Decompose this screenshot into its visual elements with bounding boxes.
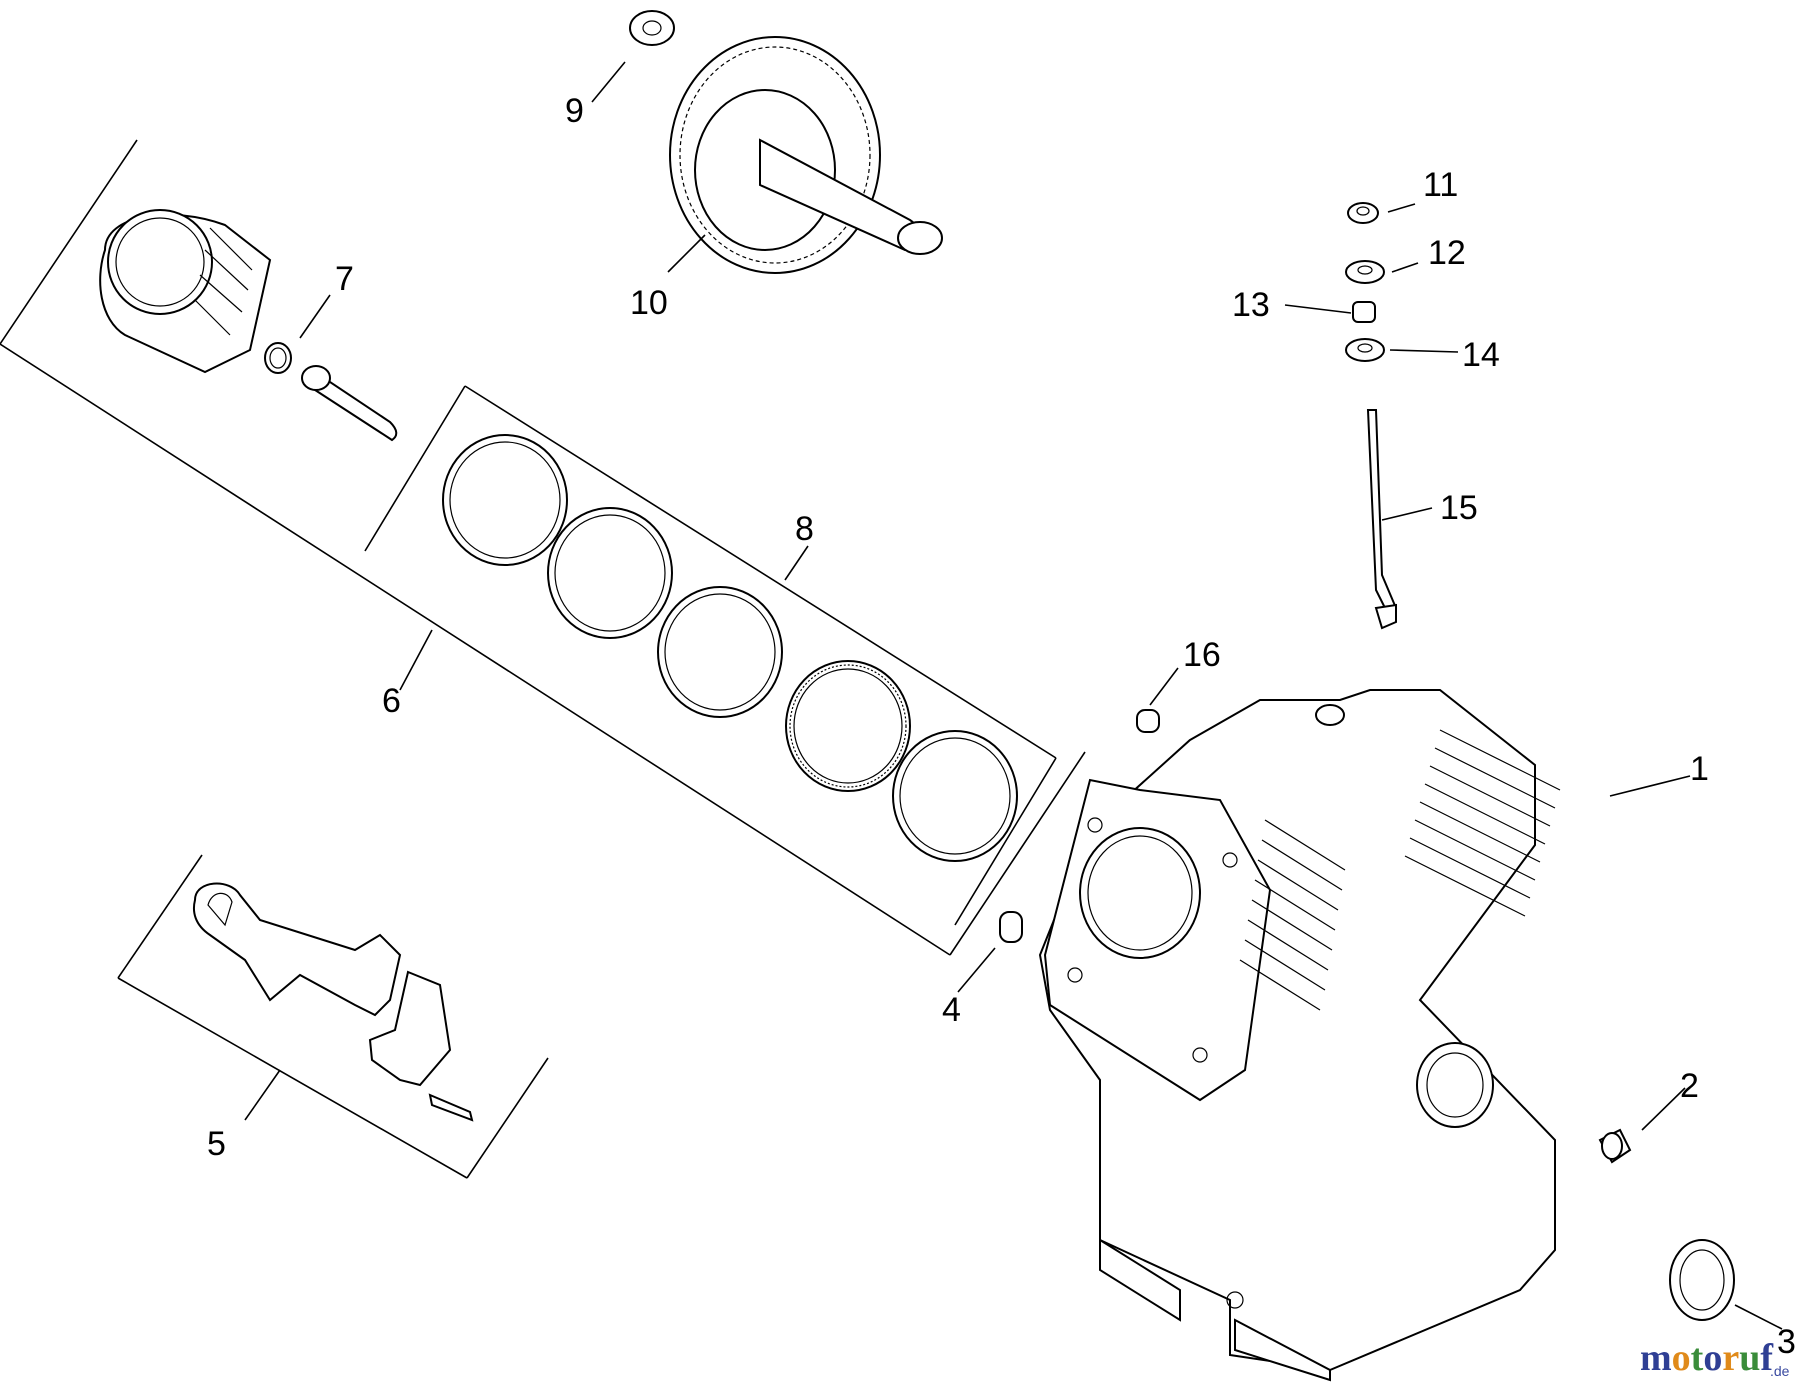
piston [99,209,272,374]
camshaft-gear [669,36,943,274]
dowel-pin [999,911,1023,943]
leader-lines [244,61,1783,1330]
callout-5: 5 [207,1125,226,1163]
callout-6: 6 [382,682,401,720]
piston-pin [301,365,398,442]
piston-kit-group [0,139,1086,956]
connecting-rod [192,882,474,1122]
callout-9: 9 [565,92,584,130]
callout-15: 15 [1440,489,1478,527]
connecting-rod-group [117,854,549,1179]
callout-4: 4 [942,991,961,1029]
callout-7: 7 [335,260,354,298]
callout-1: 1 [1690,750,1709,788]
piston-pin-retainer [264,342,292,374]
governor-hardware [1345,202,1385,362]
piston-rings [442,434,1018,862]
watermark-suffix: .de [1770,1363,1790,1379]
drain-plug [1598,1128,1632,1164]
oil-seal [1669,1239,1735,1321]
callout-3: 3 [1777,1323,1796,1361]
callout-12: 12 [1428,234,1466,272]
crankcase [1038,689,1561,1382]
callout-2: 2 [1680,1067,1699,1105]
callout-labels: 1 2 3 4 5 6 7 8 9 10 11 12 13 14 15 16 [207,92,1796,1361]
callout-16: 16 [1183,636,1221,674]
watermark-logo: motoruf .de [1640,1337,1790,1379]
camshaft-washer [629,10,675,46]
ring-set-group [364,385,1057,926]
dipstick-tube [1366,409,1398,630]
callout-13: 13 [1232,286,1270,324]
watermark-text: motoruf [1640,1337,1774,1379]
callout-10: 10 [630,284,668,322]
plug [1136,709,1160,733]
callout-11: 11 [1423,166,1458,204]
callout-8: 8 [795,510,814,548]
callout-14: 14 [1462,336,1500,374]
